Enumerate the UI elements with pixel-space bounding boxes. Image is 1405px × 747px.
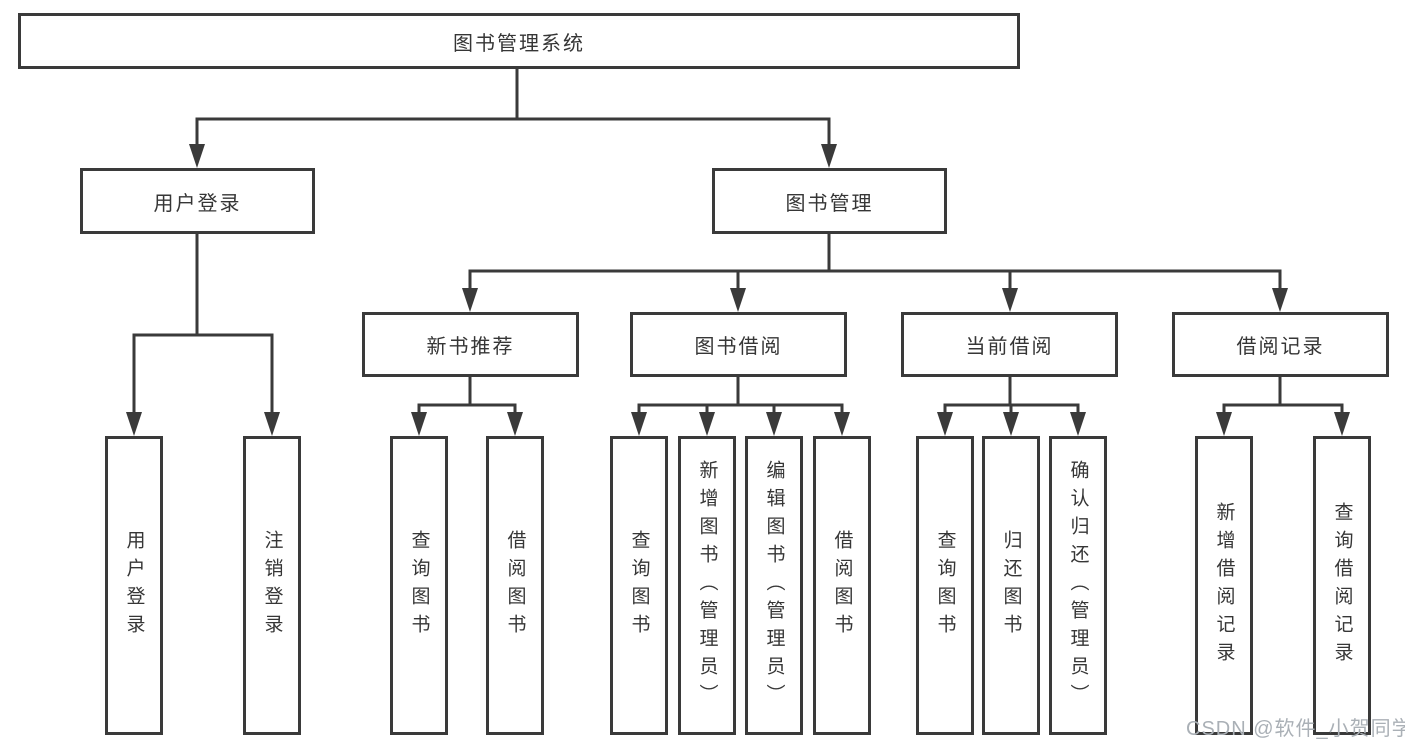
leaf-logout: 注销登录 xyxy=(243,436,301,735)
leaf-label: 借阅图书 xyxy=(831,529,853,642)
leaf-label: 查询图书 xyxy=(628,529,650,642)
arrowhead-icon xyxy=(1002,288,1018,312)
leaf-label: 新增借阅记录 xyxy=(1213,501,1235,670)
arrowhead-icon xyxy=(126,412,142,436)
leaf-label: 注销登录 xyxy=(261,529,283,642)
leaf-label: 归还图书 xyxy=(1000,529,1022,642)
leaf-query-books-recommend: 查询图书 xyxy=(390,436,448,735)
arrowhead-icon xyxy=(189,144,205,168)
node-label: 当前借阅 xyxy=(965,336,1054,358)
leaf-query-books-current: 查询图书 xyxy=(916,436,974,735)
arrowhead-icon xyxy=(937,412,953,436)
leaf-edit-book-admin: 编辑图书（管理员） xyxy=(745,436,803,735)
arrowhead-icon xyxy=(462,288,478,312)
arrowhead-icon xyxy=(264,412,280,436)
node-label: 用户登录 xyxy=(153,192,242,215)
arrowhead-icon xyxy=(1070,412,1086,436)
arrowhead-icon xyxy=(631,412,647,436)
node-book-management: 图书管理 xyxy=(712,168,947,234)
connector-bookmgmt-to-level3 xyxy=(468,233,1282,292)
node-label: 图书管理 xyxy=(785,192,874,215)
leaf-label: 新增图书（管理员） xyxy=(696,459,718,712)
arrowheads xyxy=(126,144,1350,436)
connector-bookborrow-to-leaves xyxy=(637,377,844,416)
connector-borrowrecords-to-leaves xyxy=(1222,377,1344,416)
arrowhead-icon xyxy=(1003,412,1019,436)
leaf-label: 用户登录 xyxy=(123,529,145,642)
arrowhead-icon xyxy=(507,412,523,436)
arrowhead-icon xyxy=(730,288,746,312)
leaf-user-login: 用户登录 xyxy=(105,436,163,735)
node-current-borrowing: 当前借阅 xyxy=(901,312,1118,377)
connector-userlogin-to-leaves xyxy=(132,233,274,416)
arrowhead-icon xyxy=(699,412,715,436)
node-new-book-recommendation: 新书推荐 xyxy=(362,312,579,377)
csdn-watermark: CSDN @软件_小贺同学 xyxy=(1186,718,1405,740)
node-label: 图书借阅 xyxy=(694,336,783,358)
node-label: 图书管理系统 xyxy=(453,32,585,55)
connector-newbook-to-leaves xyxy=(417,377,517,416)
arrowhead-icon xyxy=(766,412,782,436)
arrowhead-icon xyxy=(1272,288,1288,312)
leaf-label: 借阅图书 xyxy=(504,529,526,642)
node-user-login: 用户登录 xyxy=(80,168,315,234)
node-borrowing-records: 借阅记录 xyxy=(1172,312,1389,377)
leaf-add-borrow-record: 新增借阅记录 xyxy=(1195,436,1253,735)
arrowhead-icon xyxy=(1216,412,1232,436)
leaf-query-books-borrowing: 查询图书 xyxy=(610,436,668,735)
leaf-label: 查询借阅记录 xyxy=(1331,501,1353,670)
leaf-label: 查询图书 xyxy=(934,529,956,642)
node-label: 借阅记录 xyxy=(1236,336,1325,358)
node-library-management-system: 图书管理系统 xyxy=(18,13,1020,69)
arrowhead-icon xyxy=(411,412,427,436)
leaf-label: 查询图书 xyxy=(408,529,430,642)
leaf-query-borrow-record: 查询借阅记录 xyxy=(1313,436,1371,735)
arrowhead-icon xyxy=(821,144,837,168)
leaf-borrow-books-borrowing: 借阅图书 xyxy=(813,436,871,735)
arrowhead-icon xyxy=(834,412,850,436)
leaf-confirm-return-admin: 确认归还（管理员） xyxy=(1049,436,1107,735)
connector-root-to-level2 xyxy=(195,68,831,150)
leaf-label: 确认归还（管理员） xyxy=(1067,459,1089,712)
connector-currentborrow-to-leaves xyxy=(943,377,1080,416)
arrowhead-icon xyxy=(1334,412,1350,436)
leaf-return-book: 归还图书 xyxy=(982,436,1040,735)
leaf-add-book-admin: 新增图书（管理员） xyxy=(678,436,736,735)
leaf-label: 编辑图书（管理员） xyxy=(763,459,785,712)
node-label: 新书推荐 xyxy=(426,336,515,358)
node-book-borrowing: 图书借阅 xyxy=(630,312,847,377)
leaf-borrow-books-recommend: 借阅图书 xyxy=(486,436,544,735)
